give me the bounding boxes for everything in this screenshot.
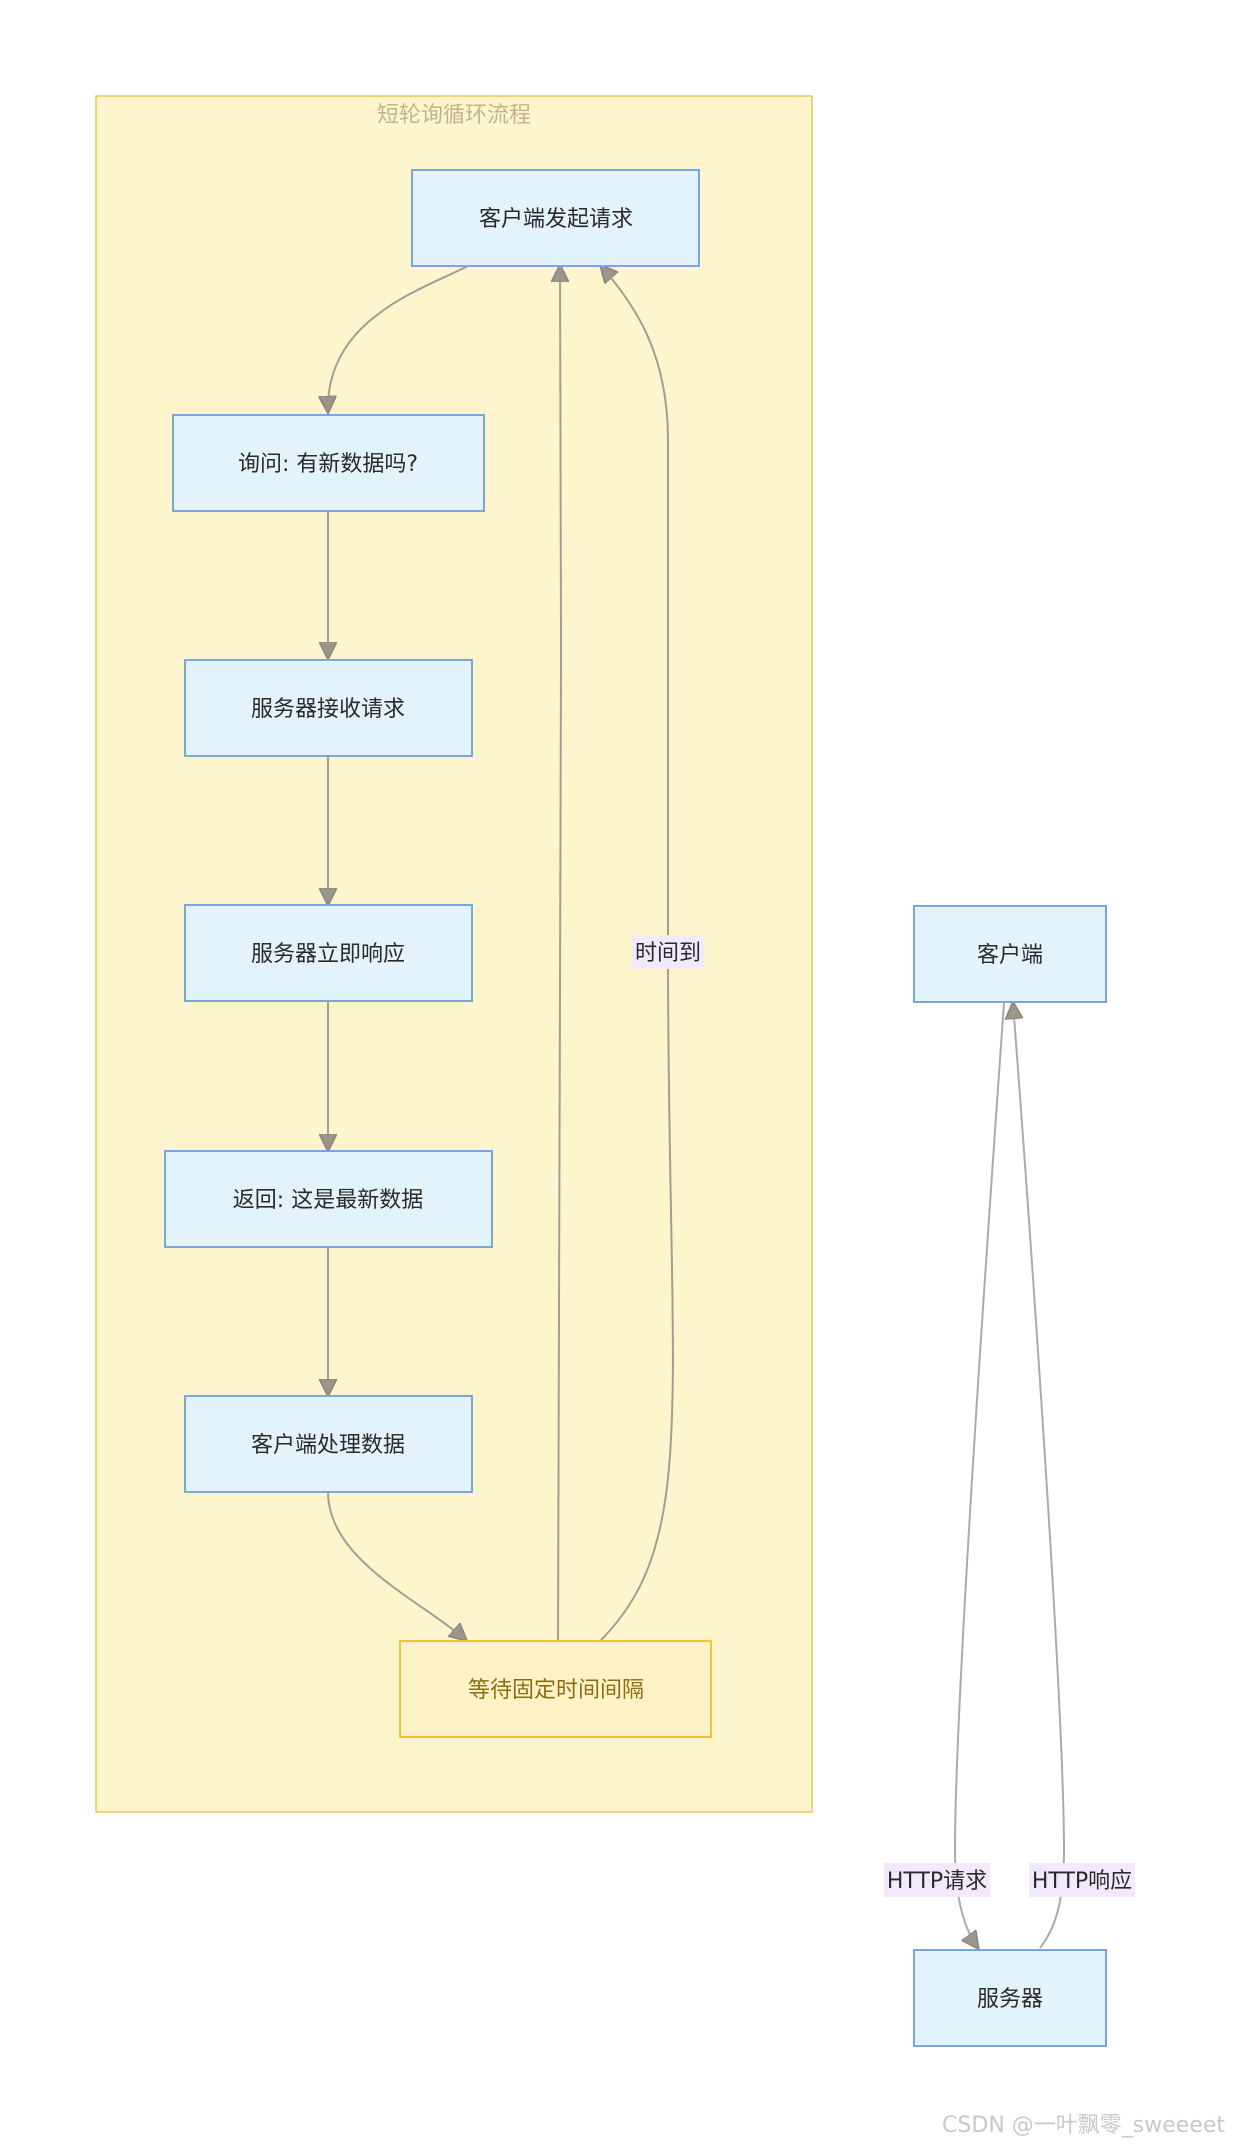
node-server-box (913, 1949, 1107, 2047)
node-server-receive-box (184, 659, 473, 757)
node-server-label: 服务器 (977, 1987, 1043, 2012)
node-server-respond-label: 服务器立即响应 (251, 942, 405, 967)
edge-label-http-request: HTTP请求 (884, 1863, 990, 1897)
node-return-latest: 返回: 这是最新数据 (164, 1150, 493, 1248)
edge-server-to-client-response (1013, 1003, 1066, 1949)
node-client: 客户端 (913, 905, 1107, 1003)
node-wait-interval-label: 等待固定时间间隔 (468, 1678, 644, 1703)
edge-label-http-request-bg (884, 1863, 990, 1897)
node-server-respond: 服务器立即响应 (184, 904, 473, 1002)
node-client-request: 客户端发起请求 (411, 169, 700, 267)
edge-label-http-request-text: HTTP请求 (887, 1869, 987, 1894)
csdn-watermark: CSDN @一叶飘零_sweeeet (942, 2113, 1225, 2138)
node-ask-new-data: 询问: 有新数据吗? (172, 414, 485, 512)
edge-label-time-up-bg (632, 935, 704, 969)
edge-label-http-response-bg (1029, 1863, 1135, 1897)
edge-label-time-up-text: 时间到 (635, 941, 701, 966)
edge-process-to-wait (327, 1491, 466, 1640)
edge-label-time-up: 时间到 (632, 935, 704, 969)
client-server-edges (953, 1002, 1066, 1949)
node-ask-new-data-box (172, 414, 485, 512)
node-client-request-box (411, 169, 700, 267)
node-client-process: 客户端处理数据 (184, 1395, 473, 1493)
node-client-process-box (184, 1395, 473, 1493)
node-return-latest-label: 返回: 这是最新数据 (233, 1188, 423, 1213)
node-server-receive-label: 服务器接收请求 (251, 697, 405, 722)
node-client-box (913, 905, 1107, 1003)
edge-client-to-server-request (953, 1002, 1005, 1948)
edge-request-to-ask (328, 265, 469, 412)
node-return-latest-box (164, 1150, 493, 1248)
edge-label-http-response: HTTP响应 (1029, 1863, 1135, 1897)
node-client-label: 客户端 (977, 943, 1043, 968)
edge-wait-to-request-time-up (601, 266, 674, 1641)
node-server: 服务器 (913, 1949, 1107, 2047)
node-server-receive: 服务器接收请求 (184, 659, 473, 757)
node-ask-new-data-label: 询问: 有新数据吗? (238, 452, 418, 477)
node-wait-interval-box (399, 1640, 712, 1738)
edge-label-http-response-text: HTTP响应 (1032, 1869, 1132, 1894)
cluster-title: 短轮询循环流程 (377, 103, 531, 128)
node-server-respond-box (184, 904, 473, 1002)
node-client-process-label: 客户端处理数据 (251, 1433, 405, 1458)
node-wait-interval: 等待固定时间间隔 (399, 1640, 712, 1738)
node-client-request-label: 客户端发起请求 (479, 207, 633, 232)
